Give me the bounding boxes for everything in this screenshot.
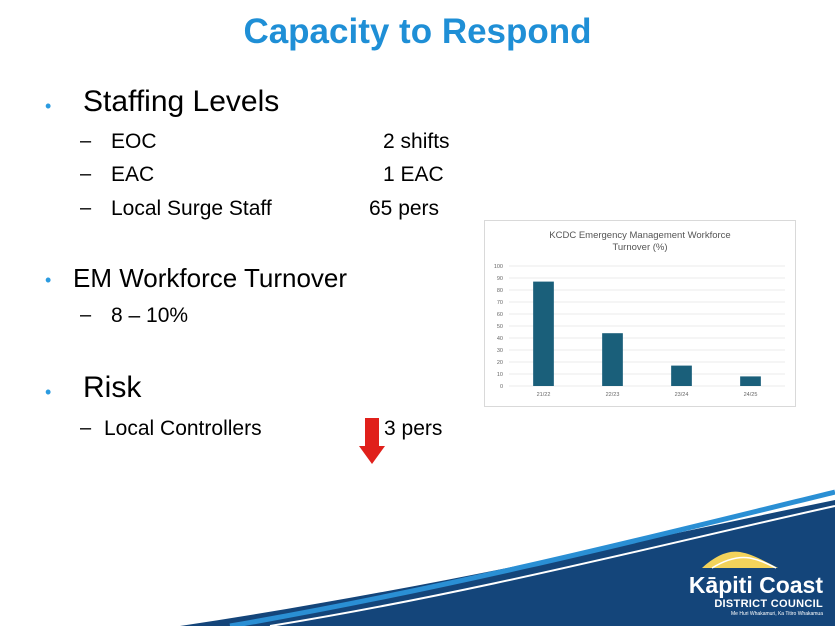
logo-subtitle: DISTRICT COUNCIL — [714, 598, 823, 610]
bar — [671, 365, 692, 386]
item-value-surge: 65 pers — [369, 197, 440, 220]
bar — [740, 376, 761, 386]
y-tick-label: 40 — [497, 336, 503, 342]
bar — [533, 281, 554, 386]
y-tick-label: 60 — [497, 312, 503, 318]
y-tick-label: 90 — [497, 276, 503, 282]
dash-icon: – — [80, 417, 92, 439]
item-label-controllers: Local Controllers — [104, 417, 262, 440]
logo-tagline: Me Huri Whakamuri, Ka Titiro Whakamua — [731, 611, 823, 617]
slide-title: Capacity to Respond — [243, 12, 592, 51]
turnover-chart-svg: KCDC Emergency Management WorkforceTurno… — [494, 230, 785, 398]
chart-title-line: KCDC Emergency Management Workforce — [549, 230, 730, 241]
section-heading-staffing: Staffing Levels — [83, 85, 280, 118]
y-tick-label: 10 — [497, 372, 503, 378]
dash-icon: – — [80, 130, 92, 152]
y-tick-label: 50 — [497, 324, 503, 330]
chart-title-line: Turnover (%) — [612, 242, 667, 253]
y-tick-label: 30 — [497, 348, 503, 354]
item-value-controllers: 3 pers — [384, 417, 443, 440]
y-tick-label: 100 — [494, 264, 503, 270]
dash-icon: – — [80, 304, 92, 326]
bullet-icon: • — [45, 96, 52, 116]
section-heading-turnover: EM Workforce Turnover — [73, 263, 348, 293]
x-tick-label: 24/25 — [744, 392, 758, 398]
item-value-eac: 1 EAC — [383, 163, 444, 186]
item-label-eac: EAC — [111, 163, 155, 186]
bar — [602, 333, 623, 386]
section-heading-risk: Risk — [83, 371, 142, 404]
dash-icon: – — [80, 197, 92, 219]
y-tick-label: 70 — [497, 300, 503, 306]
item-value-eoc: 2 shifts — [383, 130, 450, 153]
y-tick-label: 80 — [497, 288, 503, 294]
item-label-surge: Local Surge Staff — [111, 197, 272, 220]
item-label-turnover: 8 – 10% — [111, 304, 189, 327]
y-tick-label: 0 — [500, 384, 503, 390]
x-tick-label: 22/23 — [606, 392, 620, 398]
bullet-icon: • — [45, 382, 52, 402]
item-label-eoc: EOC — [111, 130, 157, 153]
y-tick-label: 20 — [497, 360, 503, 366]
logo-name: Kāpiti Coast — [688, 572, 823, 598]
island-logo-icon — [702, 551, 778, 569]
bullet-icon: • — [45, 270, 52, 290]
red-down-arrow-icon — [359, 418, 385, 464]
x-tick-label: 23/24 — [675, 392, 689, 398]
dash-icon: – — [80, 163, 92, 185]
council-logo: Kāpiti Coast DISTRICT COUNCIL Me Huri Wh… — [660, 546, 830, 621]
x-tick-label: 21/22 — [537, 392, 551, 398]
